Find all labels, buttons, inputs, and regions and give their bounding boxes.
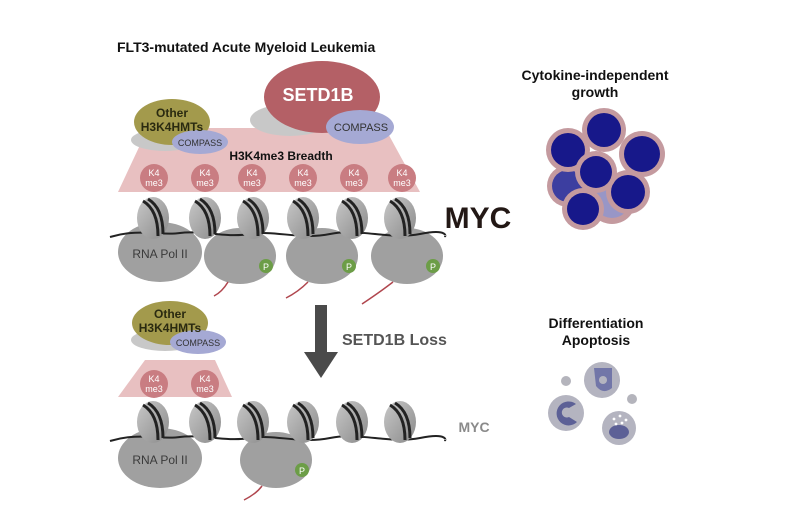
right-title-bottom-2: Apoptosis [562, 332, 631, 348]
k4me3-marks-top: K4me3 K4me3 K4me3 K4me3 K4me3 K4me3 [140, 164, 416, 192]
phospho-mark: P [295, 463, 309, 477]
rna-transcript [285, 281, 309, 299]
leukemia-cell-cluster [546, 108, 665, 230]
right-title-bottom-1: Differentiation [549, 315, 644, 331]
dna-strand-bottom [109, 435, 447, 442]
svg-text:me3: me3 [196, 178, 214, 188]
rna-transcript [361, 281, 394, 305]
k4me3-mark: K4me3 [238, 164, 266, 192]
svg-text:P: P [346, 262, 352, 272]
rna-pol-ii-label-top: RNA Pol II [132, 247, 187, 261]
svg-text:me3: me3 [345, 178, 363, 188]
rna-transcript [243, 485, 263, 501]
figure-title: FLT3-mutated Acute Myeloid Leukemia [117, 39, 375, 55]
svg-text:K4: K4 [199, 168, 210, 178]
other-hmt-label-2: H3K4HMTs [141, 120, 204, 134]
k4me3-mark: K4me3 [140, 164, 168, 192]
other-compass-label-bottom: COMPASS [176, 338, 220, 348]
differentiated-cell [602, 411, 636, 445]
nucleosome [384, 197, 416, 239]
nucleosome [336, 401, 368, 443]
breadth-label: H3K4me3 Breadth [229, 149, 332, 163]
phospho-marks-top: P P P [259, 259, 440, 273]
other-hmt-label-1-bottom: Other [154, 307, 186, 321]
differentiated-cells [548, 362, 637, 445]
other-compass-label: COMPASS [178, 138, 222, 148]
other-hmt-label-1: Other [156, 106, 188, 120]
nucleosome [189, 197, 221, 239]
phospho-mark: P [259, 259, 273, 273]
svg-text:K4: K4 [297, 168, 308, 178]
pol-ii-bottom [118, 428, 312, 488]
svg-text:me3: me3 [145, 384, 163, 394]
nucleosome [237, 401, 269, 443]
rna-transcript [213, 281, 229, 297]
k4me3-mark: K4me3 [191, 164, 219, 192]
svg-text:me3: me3 [145, 178, 163, 188]
pol-ii-promoter [118, 428, 202, 488]
right-title-top-1: Cytokine-independent [521, 67, 668, 83]
nucleosome [336, 197, 368, 239]
svg-text:me3: me3 [393, 178, 411, 188]
svg-text:K4: K4 [348, 168, 359, 178]
compass-blob [326, 110, 394, 144]
svg-text:K4: K4 [246, 168, 257, 178]
svg-text:P: P [263, 262, 269, 272]
nucleosome [137, 197, 169, 239]
svg-text:K4: K4 [148, 374, 159, 384]
pol-ii-elongating [240, 432, 312, 488]
pol-ii-top [118, 222, 443, 284]
svg-text:me3: me3 [243, 178, 261, 188]
differentiated-cell [548, 395, 584, 431]
svg-text:K4: K4 [199, 374, 210, 384]
apoptotic-body [561, 376, 571, 386]
nucleosome [189, 401, 221, 443]
pol-ii-elongating [371, 228, 443, 284]
myc-label-bottom: MYC [458, 419, 489, 435]
nucleosomes-top [137, 197, 416, 239]
k4me3-mark: K4me3 [191, 370, 219, 398]
nucleosome [237, 197, 269, 239]
svg-text:me3: me3 [196, 384, 214, 394]
nucleosome [137, 401, 169, 443]
other-hmt-label-2-bottom: H3K4HMTs [139, 321, 202, 335]
nucleosomes-bottom [137, 401, 416, 443]
other-compass-blob-bottom [170, 330, 226, 354]
down-arrow [304, 305, 338, 378]
other-compass-blob [172, 130, 228, 154]
pol-ii-elongating [204, 228, 276, 284]
differentiated-cell [584, 362, 620, 398]
svg-text:me3: me3 [294, 178, 312, 188]
svg-text:K4: K4 [148, 168, 159, 178]
rna-pol-ii-label-bottom: RNA Pol II [132, 453, 187, 467]
phospho-mark: P [426, 259, 440, 273]
k4me3-mark: K4me3 [340, 164, 368, 192]
apoptotic-body [627, 394, 637, 404]
phospho-mark: P [342, 259, 356, 273]
svg-text:P: P [430, 262, 436, 272]
k4me3-mark: K4me3 [388, 164, 416, 192]
nucleosome [287, 401, 319, 443]
pol-ii-promoter [118, 222, 202, 282]
k4me3-marks-bottom: K4me3 K4me3 [140, 370, 219, 398]
dna-strand-top [109, 231, 447, 238]
k4me3-mark: K4me3 [289, 164, 317, 192]
setd1b-label: SETD1B [282, 85, 353, 105]
setd1b-loss-label: SETD1B Loss [342, 332, 447, 349]
nucleosome [287, 197, 319, 239]
myc-label-top: MYC [445, 202, 512, 235]
svg-text:K4: K4 [396, 168, 407, 178]
svg-text:P: P [299, 466, 305, 476]
right-title-top-2: growth [572, 84, 619, 100]
compass-label: COMPASS [334, 122, 388, 134]
nucleosome [384, 401, 416, 443]
pol-ii-elongating [286, 228, 358, 284]
k4me3-mark: K4me3 [140, 370, 168, 398]
